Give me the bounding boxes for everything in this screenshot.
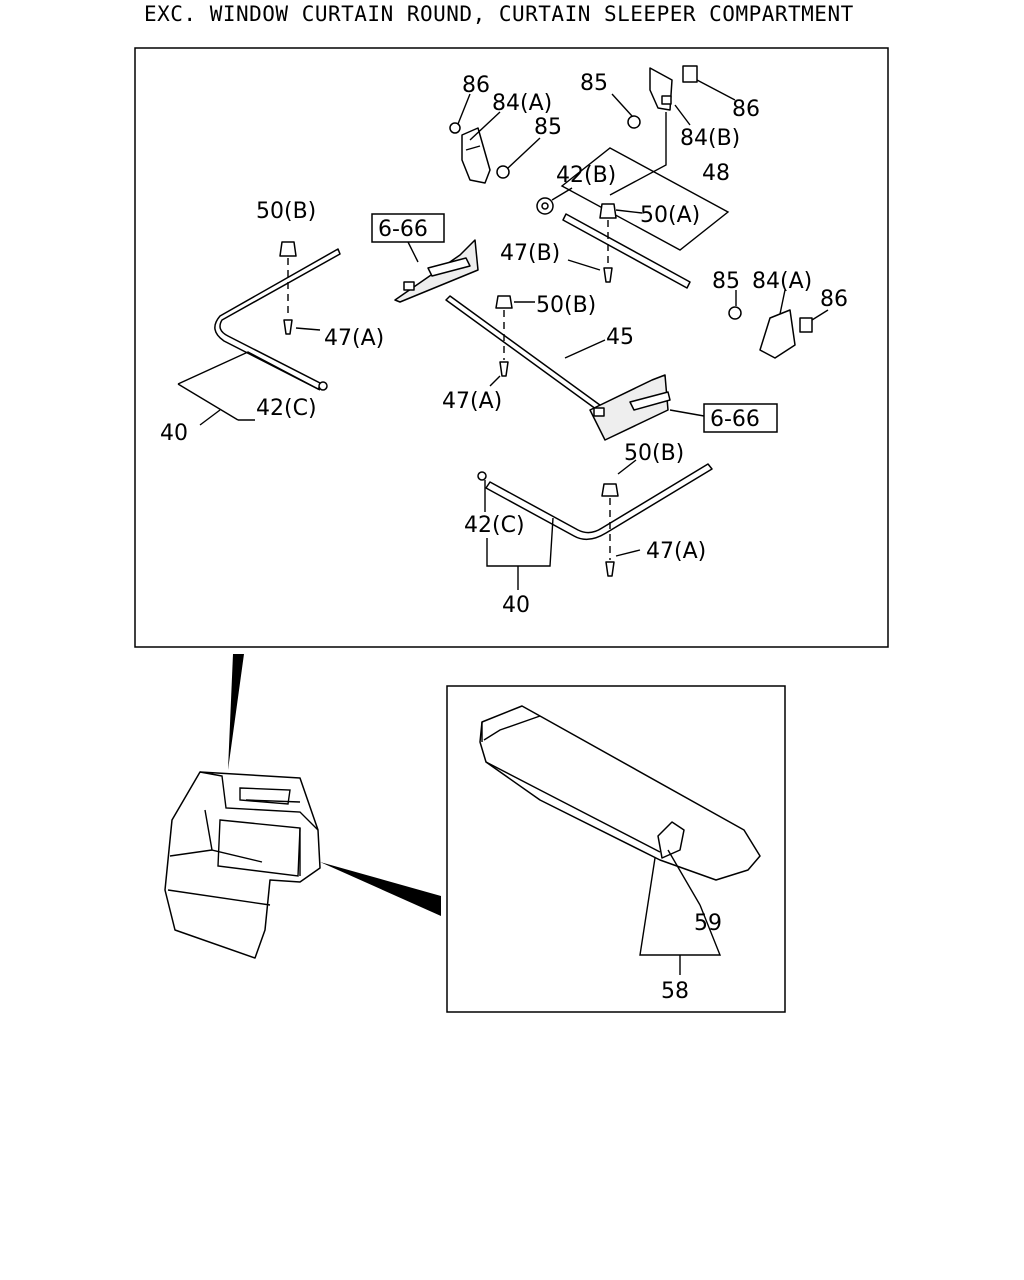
callout-47b: 47(B) bbox=[500, 241, 560, 266]
ref-box-right bbox=[703, 403, 778, 433]
trim-panel-right bbox=[589, 374, 671, 441]
callout-45: 45 bbox=[606, 325, 634, 350]
callout-86-top-left: 86 bbox=[462, 73, 490, 98]
ref-label-top: 6-66 bbox=[378, 217, 428, 242]
curtain-box-58 bbox=[479, 705, 761, 881]
callout-59: 59 bbox=[694, 911, 722, 936]
callout-42b: 42(B) bbox=[556, 163, 616, 188]
rail-48 bbox=[562, 213, 691, 289]
callout-40-bottom: 40 bbox=[502, 593, 530, 618]
callout-58: 58 bbox=[661, 979, 689, 1004]
callout-50b-left: 50(B) bbox=[256, 199, 316, 224]
callout-50b-bottom: 50(B) bbox=[624, 441, 684, 466]
callout-84a-right: 84(A) bbox=[752, 269, 812, 294]
main-frame bbox=[134, 47, 889, 648]
diagram-title: EXC. WINDOW CURTAIN ROUND, CURTAIN SLEEP… bbox=[144, 2, 854, 26]
trim-panel-left bbox=[394, 239, 479, 303]
cab-illustration bbox=[164, 771, 321, 959]
detail-frame bbox=[446, 685, 786, 1013]
callout-86-top-right: 86 bbox=[732, 97, 760, 122]
bracket-84b bbox=[627, 65, 698, 129]
callout-47a-bottom: 47(A) bbox=[646, 539, 706, 564]
callout-42c-bottom: 42(C) bbox=[464, 513, 525, 538]
callout-84a-top: 84(A) bbox=[492, 91, 552, 116]
callout-85-top: 85 bbox=[534, 115, 562, 140]
callout-40-left: 40 bbox=[160, 421, 188, 446]
callout-47a-center: 47(A) bbox=[442, 389, 502, 414]
clip-42b bbox=[536, 197, 554, 215]
callout-50a: 50(A) bbox=[640, 203, 700, 228]
callout-86-right: 86 bbox=[820, 287, 848, 312]
callout-84b: 84(B) bbox=[680, 126, 740, 151]
bracket-84a-right bbox=[728, 306, 813, 359]
callout-85-right: 85 bbox=[712, 269, 740, 294]
rail-40-bottom bbox=[485, 463, 713, 541]
callout-42c-left: 42(C) bbox=[256, 396, 317, 421]
callout-85-top-right: 85 bbox=[580, 71, 608, 96]
leader-wedge-right bbox=[320, 862, 441, 916]
ref-label-right: 6-66 bbox=[710, 407, 760, 432]
leader-wedge-top bbox=[228, 654, 244, 770]
ref-box-top bbox=[371, 213, 445, 243]
bracket-84a-top bbox=[449, 122, 510, 184]
callout-48: 48 bbox=[702, 161, 730, 186]
callout-50b-center: 50(B) bbox=[536, 293, 596, 318]
callout-47a-left: 47(A) bbox=[324, 326, 384, 351]
